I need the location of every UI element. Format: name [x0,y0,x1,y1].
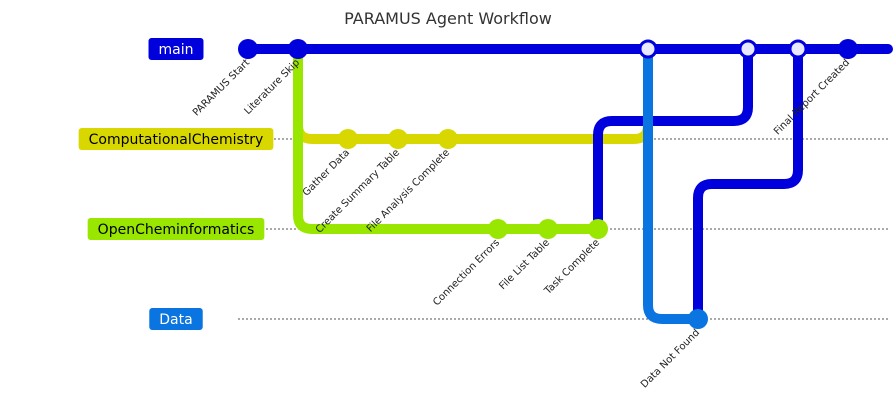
branch-paths [243,44,893,324]
branch-label-bg [87,218,265,240]
branch-path-open [293,44,603,234]
merge-path-open [593,44,753,234]
commit-c10 [838,39,858,59]
branch-label-text: Data [159,312,192,328]
commit-label-c5: File Analysis Complete [365,147,452,234]
commit-c6 [488,219,508,239]
commit-c3 [338,129,358,149]
branch-label-bg [149,308,203,330]
commit-c4 [388,129,408,149]
commit-label-c10: Final Report Created [772,57,852,137]
branch-label-open: OpenCheminformatics [87,218,265,240]
branch-path-comp [293,44,453,144]
commit-label-c7: File List Table [497,237,552,292]
branch-labels: mainComputationalChemistryOpenCheminform… [78,38,274,330]
branch-label-text: ComputationalChemistry [89,132,264,148]
branch-label-text: OpenCheminformatics [98,222,255,238]
branch-label-main: main [148,38,204,60]
branch-path-data [643,44,703,324]
branch-label-comp: ComputationalChemistry [78,128,274,150]
commit-c7 [538,219,558,239]
merge-commit-m3 [788,39,808,59]
commit-c8 [588,219,608,239]
commit-label-c6: Connection Errors [431,237,502,308]
commit-nodes [238,39,858,329]
branch-label-bg [78,128,274,150]
diagram-title: PARAMUS Agent Workflow [344,9,552,28]
commit-label-c3: Gather Data [301,147,352,198]
commit-label-c8: Task Complete [542,237,602,297]
merge-path-data [693,44,803,324]
commit-c1 [238,39,258,59]
branch-label-bg [148,38,204,60]
commit-c2 [288,39,308,59]
commit-label-c9: Data Not Found [639,327,702,390]
commit-label-c4: Create Summary Table [314,147,402,235]
commit-c9 [688,309,708,329]
branch-label-data: Data [149,308,203,330]
merge-commit-m1 [638,39,658,59]
branch-label-text: main [159,42,194,58]
commit-c5 [438,129,458,149]
merge-commit-m2 [738,39,758,59]
